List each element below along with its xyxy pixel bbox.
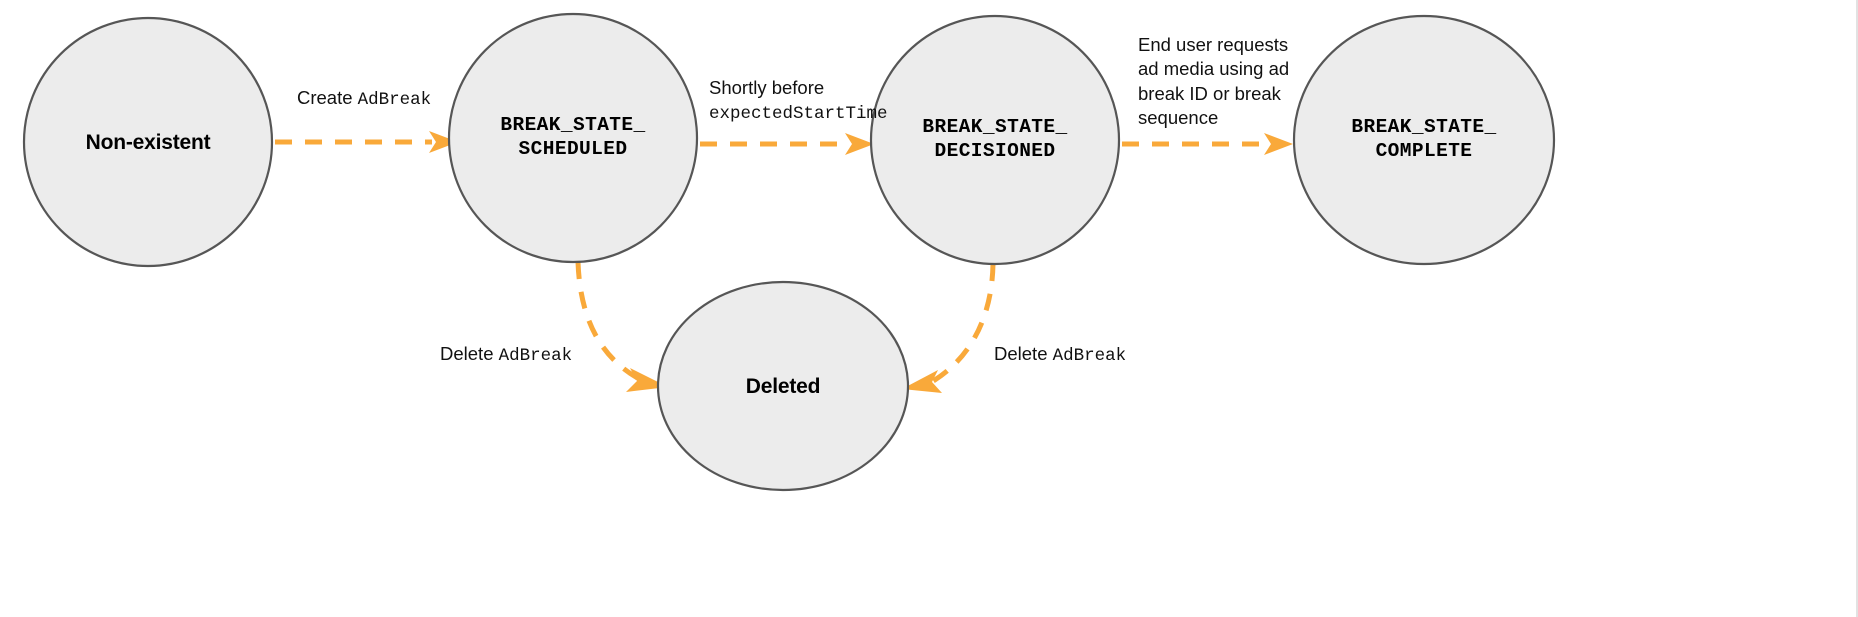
- canvas-right-edge-rule: [1856, 0, 1858, 617]
- edge-delete-adbreak-from-decisioned: [902, 263, 996, 393]
- arrowhead-icon: [902, 370, 942, 393]
- edge-label-delete-adbreak-from-scheduled: Delete AdBreak: [440, 343, 573, 366]
- node-break-state-decisioned[interactable]: [869, 14, 1121, 266]
- edge-label-create-adbreak: Create AdBreak: [297, 87, 432, 110]
- node-break-state-scheduled[interactable]: [447, 12, 699, 264]
- arrowhead-icon: [845, 133, 874, 155]
- node-deleted[interactable]: [656, 280, 910, 492]
- edge-delete-adbreak-from-scheduled: [575, 261, 668, 392]
- nodes-group: [22, 12, 1556, 492]
- node-break-state-complete[interactable]: [1292, 14, 1556, 266]
- edge-create-adbreak: [275, 131, 458, 153]
- arrowhead-icon: [1264, 133, 1293, 155]
- edge-line: [926, 263, 996, 387]
- edge-end-user-requests-ad-media: [1122, 133, 1293, 155]
- arrowhead-icon: [429, 131, 458, 153]
- edge-line: [575, 261, 647, 385]
- edges-group: [275, 131, 1293, 393]
- edge-shortly-before-expectedstarttime: [700, 133, 874, 155]
- node-non-existent[interactable]: [22, 16, 274, 268]
- edge-label-delete-adbreak-from-decisioned: Delete AdBreak: [994, 343, 1127, 366]
